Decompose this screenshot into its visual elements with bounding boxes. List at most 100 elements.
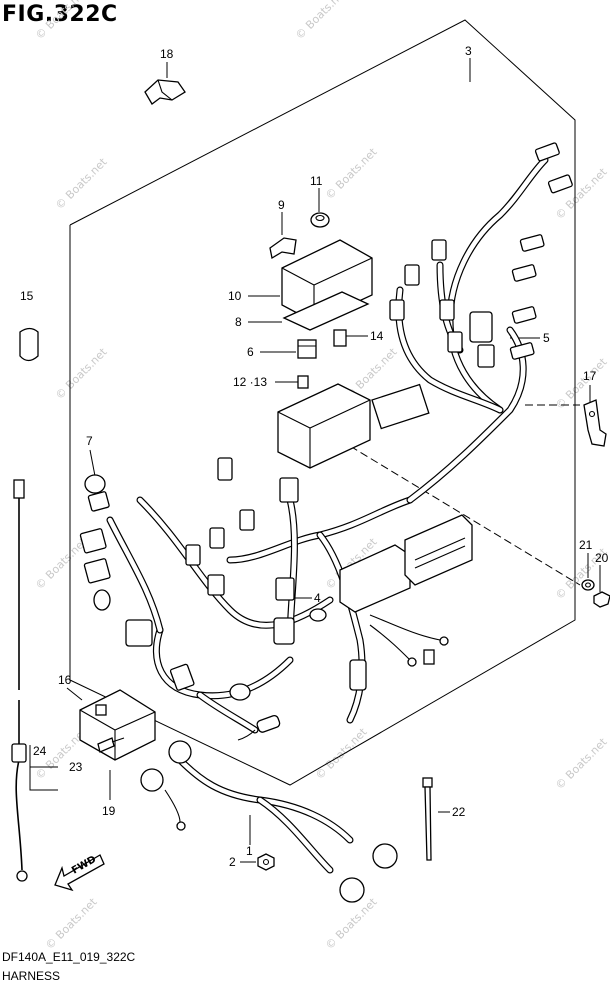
callout-5: 5 <box>543 331 550 345</box>
screw-head <box>97 737 115 753</box>
holder-edges <box>79 709 156 760</box>
callout-14: 14 <box>370 329 384 343</box>
leader-7 <box>89 449 96 477</box>
nut-part-20 <box>593 591 610 608</box>
fuse-body <box>333 329 347 347</box>
callout-11: 11 <box>310 174 323 188</box>
connector <box>534 142 560 162</box>
callout-23: 23 <box>69 760 83 774</box>
connector <box>349 659 367 691</box>
watermark-text: © Boats.net <box>293 0 350 42</box>
main-harness-part-3 <box>79 142 573 741</box>
cap-body <box>19 327 39 362</box>
bracket-hole <box>588 410 596 418</box>
callout-6: 6 <box>247 345 254 359</box>
connector-cap <box>339 877 365 903</box>
fuse-part-12-13 <box>297 375 309 389</box>
pigtail-wire <box>237 729 256 741</box>
watermark-text: © Boats.net <box>553 165 610 222</box>
cap-part-15 <box>19 327 39 362</box>
callout-15: 15 <box>20 289 34 303</box>
connector <box>511 306 537 324</box>
callout-9: 9 <box>278 198 285 212</box>
callout-22: 22 <box>452 805 466 819</box>
ring-part-4 <box>309 608 327 622</box>
figure-name: HARNESS <box>2 969 61 983</box>
grommet-hole <box>315 214 325 222</box>
ecm-connector-a <box>339 544 411 613</box>
washer-body <box>581 579 595 591</box>
leader-lines <box>29 58 601 863</box>
connector <box>93 589 111 611</box>
callout-17: 17 <box>583 369 597 383</box>
connector <box>207 574 225 596</box>
connector <box>79 528 107 554</box>
callout-20: 20 <box>595 551 609 565</box>
callout-24: 24 <box>33 744 47 758</box>
connector <box>511 264 537 282</box>
cable-tie-part-22 <box>422 777 433 861</box>
watermark-text: © Boats.net <box>33 0 90 42</box>
connector <box>431 239 447 261</box>
watermark-text: © Boats.net <box>553 735 610 792</box>
holder-clip <box>95 704 107 716</box>
connector <box>83 558 111 584</box>
connector <box>209 527 225 549</box>
dashed-line-20-21 <box>339 439 581 586</box>
callout-21: 21 <box>579 538 593 552</box>
washer-hole <box>585 582 591 588</box>
connector <box>519 234 545 252</box>
callout-8: 8 <box>235 315 242 329</box>
figure-title: FIG.322C <box>2 2 118 27</box>
ring-terminal <box>439 636 449 646</box>
connector-cap <box>140 768 164 792</box>
relay-part-6 <box>297 339 317 359</box>
cable-wire <box>15 759 23 871</box>
clip-part-18 <box>144 79 186 105</box>
bracket-body <box>269 237 297 260</box>
connector <box>439 299 455 321</box>
nut-part-2 <box>257 853 275 871</box>
callout-7: 7 <box>86 434 93 448</box>
connector <box>469 311 493 343</box>
cable-ring-terminal <box>16 870 28 882</box>
watermark-text: © Boats.net <box>33 535 90 592</box>
assembly-frame <box>69 19 576 786</box>
connector <box>217 457 233 481</box>
callout-12-13: 12 ·13 <box>233 375 267 389</box>
pigtail-wire <box>369 614 441 641</box>
callout-3: 3 <box>465 44 472 58</box>
nut-2-body <box>257 853 275 871</box>
callout-4: 4 <box>314 591 321 605</box>
connector <box>279 477 299 503</box>
sensor-part-7 <box>84 474 106 494</box>
fuse-box-connector <box>371 383 430 430</box>
fuse-box-body <box>277 383 371 469</box>
pigtail-wire <box>369 624 411 661</box>
nut-2-hole <box>262 858 270 866</box>
watermark-text: © Boats.net <box>313 725 370 782</box>
watermarks: © Boats.net © Boats.net © Boats.net © Bo… <box>33 0 610 952</box>
connector <box>447 331 463 353</box>
fuse-holder-body <box>11 743 27 763</box>
fwd-arrow: FWD <box>54 854 105 892</box>
ring-terminal <box>407 657 417 667</box>
fuse-holder-part-24 <box>11 743 27 763</box>
connector-cap <box>168 740 192 764</box>
frame-outline <box>69 19 576 786</box>
callout-19: 19 <box>102 804 116 818</box>
small-fuse-body <box>297 375 309 389</box>
callout-10: 10 <box>228 289 242 303</box>
connector <box>87 491 110 512</box>
leader-24 <box>29 745 58 791</box>
connector <box>477 344 495 368</box>
bracket-part-9 <box>269 237 297 260</box>
battery-cable-part-23 <box>13 479 28 882</box>
connector <box>125 619 153 647</box>
watermark-text: © Boats.net <box>43 895 100 952</box>
connector-cap <box>372 843 398 869</box>
fuse-box-edges <box>277 399 371 468</box>
nut-body <box>593 591 610 608</box>
screw-shank <box>111 737 125 743</box>
clip-body <box>144 79 186 105</box>
